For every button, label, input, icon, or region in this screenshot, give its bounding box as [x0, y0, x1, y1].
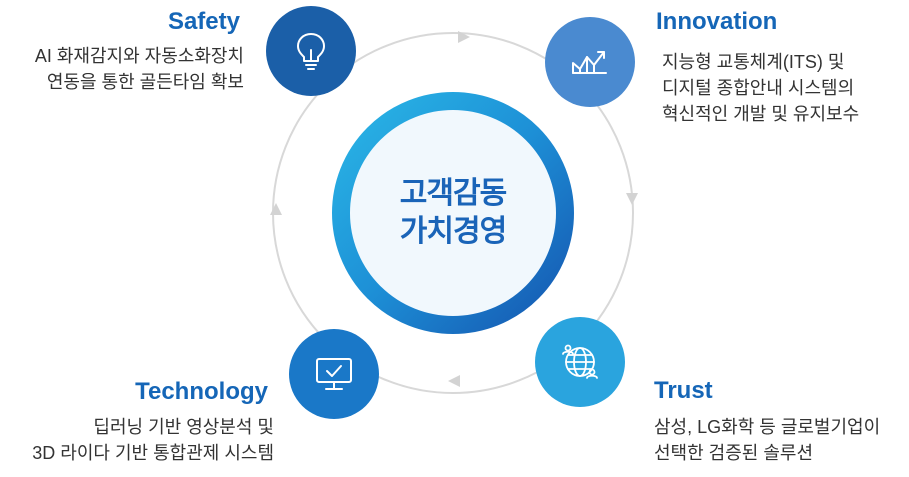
safety-description-line: 연동을 통한 골든타임 확보 [46, 72, 244, 92]
technology-node [289, 329, 379, 419]
trust-description-line: 선택한 검증된 솔루션 [654, 443, 814, 463]
safety-title: Safety [167, 8, 240, 35]
monitor-check-icon [316, 358, 352, 390]
trust-node [535, 317, 625, 407]
innovation-node [545, 17, 635, 107]
safety-description-line: AI 화재감지와 자동소화장치 [34, 46, 244, 66]
orbit-arrow-right [626, 193, 638, 205]
lightbulb-icon [297, 33, 325, 70]
technology-description-line: 딥러닝 기반 영상분석 및 [93, 417, 274, 437]
center-title: 고객감동 가치경영 [353, 175, 553, 251]
safety-description: AI 화재감지와 자동소화장치 연동을 통한 골든타임 확보 [0, 43, 244, 95]
center-glow [341, 101, 565, 325]
trust-description: 삼성, LG화학 등 글로벌기업이 선택한 검증된 솔루션 [654, 414, 904, 466]
trust-description-line: 삼성, LG화학 등 글로벌기업이 [654, 417, 881, 437]
globe-users-icon [562, 344, 598, 379]
safety-node [266, 6, 356, 96]
trust-title: Trust [654, 377, 713, 404]
innovation-description-line: 혁신적인 개발 및 유지보수 [662, 104, 860, 124]
orbit-arrow-top [458, 31, 470, 43]
technology-description: 딥러닝 기반 영상분석 및 3D 라이다 기반 통합관제 시스템 [0, 414, 274, 466]
technology-title: Technology [135, 378, 268, 405]
innovation-description-line: 지능형 교통체계(ITS) 및 [662, 52, 845, 72]
innovation-description: 지능형 교통체계(ITS) 및 디지털 종합안내 시스템의 혁신적인 개발 및 … [662, 49, 902, 127]
innovation-description-line: 디지털 종합안내 시스템의 [662, 78, 855, 98]
center-title-line: 가치경영 [399, 215, 507, 248]
center-title-line: 고객감동 [399, 177, 507, 210]
orbit-arrow-left [270, 203, 282, 215]
growth-chart-icon [572, 51, 607, 74]
innovation-title: Innovation [656, 8, 778, 35]
orbit-arrow-bottom [448, 375, 460, 387]
center-ring [332, 92, 574, 334]
technology-description-line: 3D 라이다 기반 통합관제 시스템 [32, 443, 274, 463]
